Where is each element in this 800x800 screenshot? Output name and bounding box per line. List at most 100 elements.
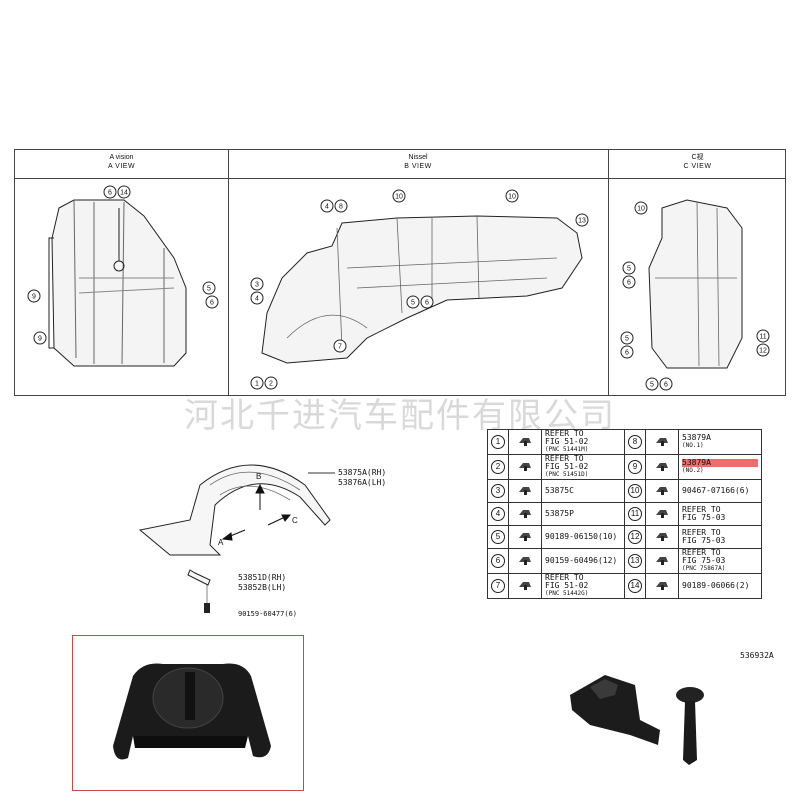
index-number: 4 [491, 507, 505, 521]
part-number-line: (PNC 75867A) [682, 565, 726, 572]
c-callout: 6 [627, 280, 631, 287]
drawing-code: 536932A [740, 651, 774, 660]
table-index: 4 [487, 502, 509, 526]
index-number: 1 [491, 435, 505, 449]
part-number-line: 53879A [682, 459, 758, 467]
b-callout: 2 [269, 381, 273, 388]
arrow-a [221, 532, 233, 541]
part-number-line: (PNC 51441M) [545, 446, 589, 453]
views-frame: A vision A VIEW Nissel B VIEW C视 C VIEW [14, 149, 786, 396]
table-index: 5 [487, 525, 509, 549]
fender-part-label: 53875A(RH) 53876A(LH) [338, 468, 386, 488]
fastener-icon [508, 573, 542, 599]
table-index: 9 [624, 454, 646, 480]
view-divider [228, 150, 229, 395]
index-number: 11 [628, 507, 642, 521]
b-view-drawing: 4 8 10 10 13 3 4 5 6 7 1 2 [250, 189, 589, 390]
assembly-drawing: B C A [138, 464, 335, 613]
part-number-line: (PNC 51451D) [545, 471, 589, 478]
bolt-part-label: 90159-60477(6) [238, 610, 298, 618]
part-number-line: FIG 75-03 [682, 536, 726, 545]
table-index: 11 [624, 502, 646, 526]
part-number-cell: 53875C [541, 479, 625, 503]
fastener-icon [645, 429, 679, 455]
index-number: 13 [628, 554, 642, 568]
table-index: 13 [624, 548, 646, 574]
part-number-cell: 90189-06066(2) [678, 573, 762, 599]
a-callout: 9 [38, 336, 42, 343]
part-number-line: (PNC 51442G) [545, 590, 589, 597]
a-view-title: A vision [109, 154, 134, 161]
c-callout: 5 [627, 266, 631, 273]
part-number-line: FIG 51-02 [545, 462, 589, 471]
index-number: 8 [628, 435, 642, 449]
fastener-icon [508, 548, 542, 574]
part-number-line: FIG 75-03 [682, 513, 726, 522]
header-divider [15, 178, 785, 179]
a-callout: 5 [207, 286, 211, 293]
b-callout: 6 [425, 300, 429, 307]
part-number-line: REFER TO [682, 528, 721, 537]
a-view-subtitle: A VIEW [107, 163, 136, 170]
part-number-cell: 53879A(NO.2) [678, 454, 762, 480]
b-view-liner [261, 215, 583, 364]
fastener-icon [645, 573, 679, 599]
index-number: 3 [491, 484, 505, 498]
part-number-line: REFER TO [682, 548, 721, 557]
bolt-icon [204, 603, 210, 613]
b-callout: 7 [338, 344, 342, 351]
table-index: 3 [487, 479, 509, 503]
fastener-icon [645, 525, 679, 549]
arrow-c-label: C [292, 516, 298, 525]
bracket-part-label: 53851D(RH) 53852B(LH) [238, 573, 286, 593]
b-callout: 13 [578, 218, 586, 225]
c-callout: 5 [625, 336, 629, 343]
b-view-title: Nissel [408, 154, 428, 161]
a-callout: 6 [108, 190, 112, 197]
b-view-header: Nissel B VIEW [228, 153, 608, 171]
c-callout: 5 [650, 382, 654, 389]
index-number: 6 [491, 554, 505, 568]
b-callout: 10 [395, 194, 403, 201]
fastener-icon [508, 525, 542, 549]
view-divider [608, 150, 609, 395]
index-number: 14 [628, 579, 642, 593]
table-index: 2 [487, 454, 509, 480]
c-callout: 6 [625, 350, 629, 357]
part-number-line: (NO.2) [682, 467, 704, 474]
fastener-icon [645, 479, 679, 503]
index-number: 5 [491, 530, 505, 544]
part-number-cell: 90189-06150(10) [541, 525, 625, 549]
part-number-line: REFER TO [545, 454, 584, 463]
index-number: 9 [628, 460, 642, 474]
b-callout: 5 [411, 300, 415, 307]
c-callout: 10 [637, 206, 645, 213]
table-index: 1 [487, 429, 509, 455]
product-photo-frame [72, 635, 304, 791]
part-number-line: FIG 51-02 [545, 437, 589, 446]
arrow-a-label: A [218, 538, 224, 547]
index-number: 7 [491, 579, 505, 593]
b-callout: 4 [325, 204, 329, 211]
a-view-drawing: 6 14 9 9 5 6 [27, 185, 219, 367]
fastener-icon [508, 429, 542, 455]
a-callout: 9 [32, 294, 36, 301]
c-view-drawing: 10 5 6 5 6 5 6 11 12 [620, 199, 770, 391]
arrow-c [281, 514, 292, 522]
b-callout: 10 [508, 194, 516, 201]
table-index: 6 [487, 548, 509, 574]
fender-rh-number: 53875A(RH) [338, 468, 387, 477]
fastener-icon [508, 454, 542, 480]
table-index: 8 [624, 429, 646, 455]
part-number-line: REFER TO [545, 429, 584, 438]
fender-lh-number: 53876A(LH) [338, 478, 387, 487]
part-number-cell: 53875P [541, 502, 625, 526]
